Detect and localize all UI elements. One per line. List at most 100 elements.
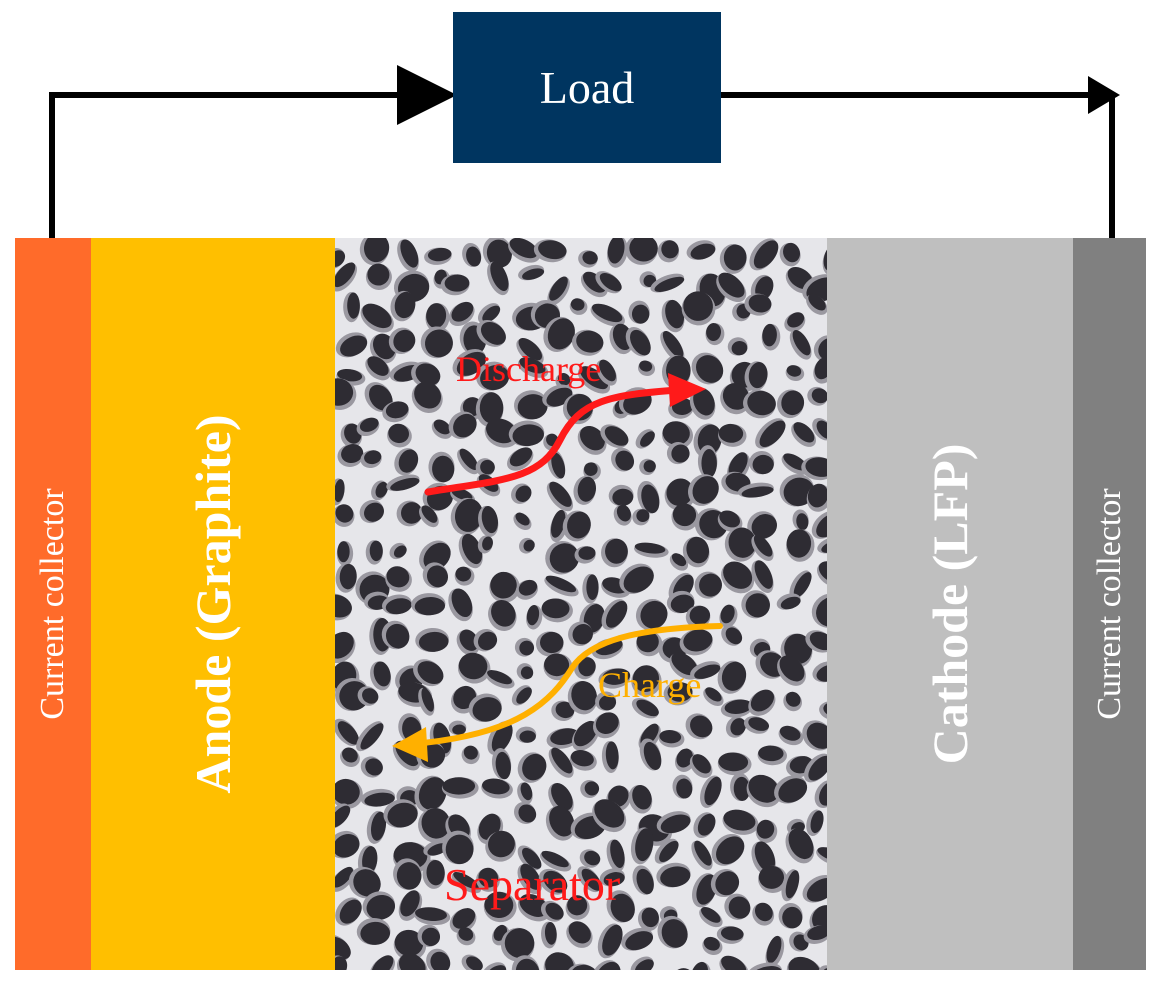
pore bbox=[632, 665, 660, 692]
pore bbox=[519, 640, 535, 656]
pore bbox=[571, 681, 597, 711]
pore bbox=[335, 479, 345, 503]
pore bbox=[779, 725, 801, 741]
pore bbox=[549, 805, 575, 837]
pore bbox=[748, 774, 780, 803]
pore bbox=[480, 365, 510, 391]
pore bbox=[818, 337, 827, 361]
pore bbox=[809, 631, 827, 651]
pore bbox=[692, 476, 719, 504]
pore bbox=[518, 804, 537, 823]
pore bbox=[816, 596, 827, 627]
pore bbox=[605, 741, 619, 770]
pore bbox=[557, 372, 571, 386]
pore bbox=[478, 631, 498, 651]
charge-arrowhead bbox=[392, 727, 428, 762]
pore bbox=[519, 730, 536, 743]
pore bbox=[544, 921, 557, 945]
pore bbox=[385, 401, 409, 419]
left-current-collector: Current collector bbox=[15, 238, 91, 970]
pore bbox=[545, 952, 574, 970]
pore bbox=[482, 305, 501, 323]
pore bbox=[520, 782, 533, 801]
pore bbox=[634, 959, 654, 970]
pore bbox=[786, 529, 812, 558]
pore bbox=[683, 629, 713, 652]
pore bbox=[811, 388, 827, 404]
pore bbox=[810, 810, 824, 834]
pore bbox=[639, 360, 653, 372]
pore bbox=[335, 936, 351, 960]
pore bbox=[360, 921, 391, 945]
pore bbox=[347, 292, 360, 319]
pore bbox=[417, 661, 444, 685]
pore bbox=[718, 423, 744, 443]
pore bbox=[640, 431, 655, 447]
pore bbox=[723, 809, 756, 831]
right-current-collector: Current collector bbox=[1073, 238, 1146, 970]
pore bbox=[786, 365, 802, 377]
pore bbox=[793, 422, 815, 443]
pore bbox=[586, 574, 599, 600]
pore bbox=[451, 301, 474, 322]
pore bbox=[788, 956, 821, 970]
pore bbox=[486, 418, 517, 444]
pore bbox=[362, 688, 379, 704]
charge-label: Charge bbox=[598, 665, 702, 705]
pore bbox=[716, 836, 745, 865]
wire-left-to-load bbox=[49, 65, 457, 238]
pore bbox=[390, 477, 420, 491]
pore bbox=[415, 907, 447, 921]
pore bbox=[610, 893, 635, 923]
pore bbox=[671, 652, 698, 676]
pore bbox=[393, 545, 407, 558]
discharge-label: Discharge bbox=[456, 349, 602, 389]
pore bbox=[666, 478, 694, 506]
pore bbox=[602, 668, 631, 685]
pore bbox=[551, 782, 573, 811]
pore bbox=[486, 965, 507, 970]
pore bbox=[362, 303, 392, 329]
pore bbox=[703, 936, 720, 951]
pore bbox=[551, 747, 573, 774]
pore bbox=[364, 238, 390, 263]
pore bbox=[491, 722, 513, 753]
pore bbox=[615, 450, 635, 471]
pore bbox=[519, 893, 548, 917]
pore bbox=[579, 366, 609, 390]
pore bbox=[814, 357, 827, 380]
pore bbox=[555, 701, 575, 719]
pore bbox=[748, 717, 770, 731]
pore bbox=[509, 238, 538, 259]
pore bbox=[545, 575, 577, 593]
pore bbox=[353, 869, 381, 897]
pore bbox=[388, 423, 410, 444]
pore bbox=[659, 730, 682, 744]
pore bbox=[335, 504, 354, 523]
pore bbox=[721, 661, 747, 691]
pore bbox=[720, 604, 735, 624]
pore bbox=[788, 828, 814, 860]
pore bbox=[459, 629, 479, 651]
pore bbox=[335, 631, 354, 659]
pore bbox=[518, 337, 543, 361]
pore bbox=[692, 754, 711, 774]
pore bbox=[753, 534, 773, 557]
pore bbox=[520, 863, 541, 890]
pore bbox=[634, 542, 666, 554]
pore bbox=[570, 298, 585, 311]
pore bbox=[584, 781, 600, 796]
pore bbox=[762, 323, 777, 347]
pore bbox=[599, 272, 622, 292]
pore bbox=[567, 511, 591, 539]
pore bbox=[667, 682, 693, 702]
pore bbox=[335, 834, 360, 858]
cathode-layer: Cathode (LFP) bbox=[827, 238, 1073, 970]
pore bbox=[602, 924, 623, 956]
pore bbox=[654, 276, 685, 292]
pore bbox=[495, 751, 511, 780]
pore bbox=[482, 536, 493, 551]
pore bbox=[414, 381, 442, 409]
pore bbox=[335, 778, 360, 805]
